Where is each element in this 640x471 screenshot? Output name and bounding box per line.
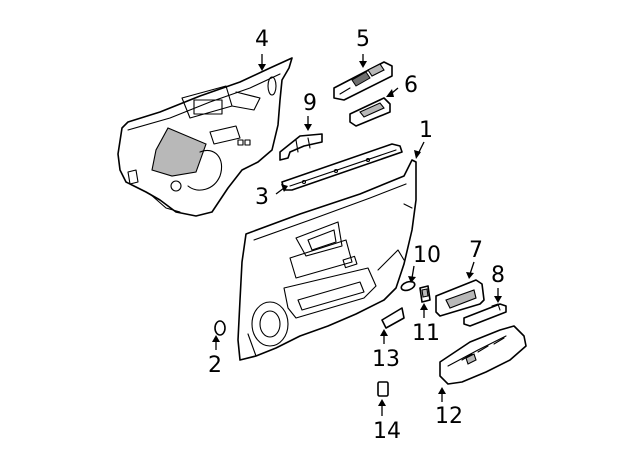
- part-2-clip: [214, 320, 226, 336]
- callout-9: 9: [303, 91, 317, 116]
- callout-6: 6: [404, 73, 418, 98]
- part-9-bracket: [279, 133, 323, 161]
- part-10-button: [400, 280, 416, 292]
- part-11-switch: [419, 285, 431, 303]
- callout-2: 2: [208, 353, 222, 378]
- callout-10: 10: [413, 243, 441, 268]
- callout-13: 13: [372, 347, 400, 372]
- part-6-switch: [349, 97, 391, 127]
- part-5-switch-bezel: [333, 61, 393, 101]
- callout-12: 12: [435, 404, 463, 429]
- callout-labels: 4 5 6 9 1 3 2 10 7 8 11 13 12 14: [208, 27, 505, 444]
- part-7-inside-handle: [435, 279, 485, 317]
- callout-14: 14: [373, 419, 401, 444]
- part-3-weatherstrip: [281, 143, 403, 191]
- callout-11: 11: [412, 321, 440, 346]
- callout-8: 8: [491, 263, 505, 288]
- part-4-water-deflector: [117, 57, 293, 217]
- callout-4: 4: [255, 27, 269, 52]
- part-14-plug: [377, 381, 389, 397]
- part-8-pull-cup: [463, 303, 507, 327]
- part-1-door-trim-panel: [237, 159, 417, 361]
- callout-3: 3: [255, 185, 269, 210]
- part-13-reflector: [381, 307, 405, 329]
- callout-1: 1: [419, 118, 433, 143]
- leader-lines: [212, 54, 502, 416]
- callout-7: 7: [469, 238, 483, 263]
- part-12-armrest: [439, 325, 527, 385]
- callout-5: 5: [356, 27, 370, 52]
